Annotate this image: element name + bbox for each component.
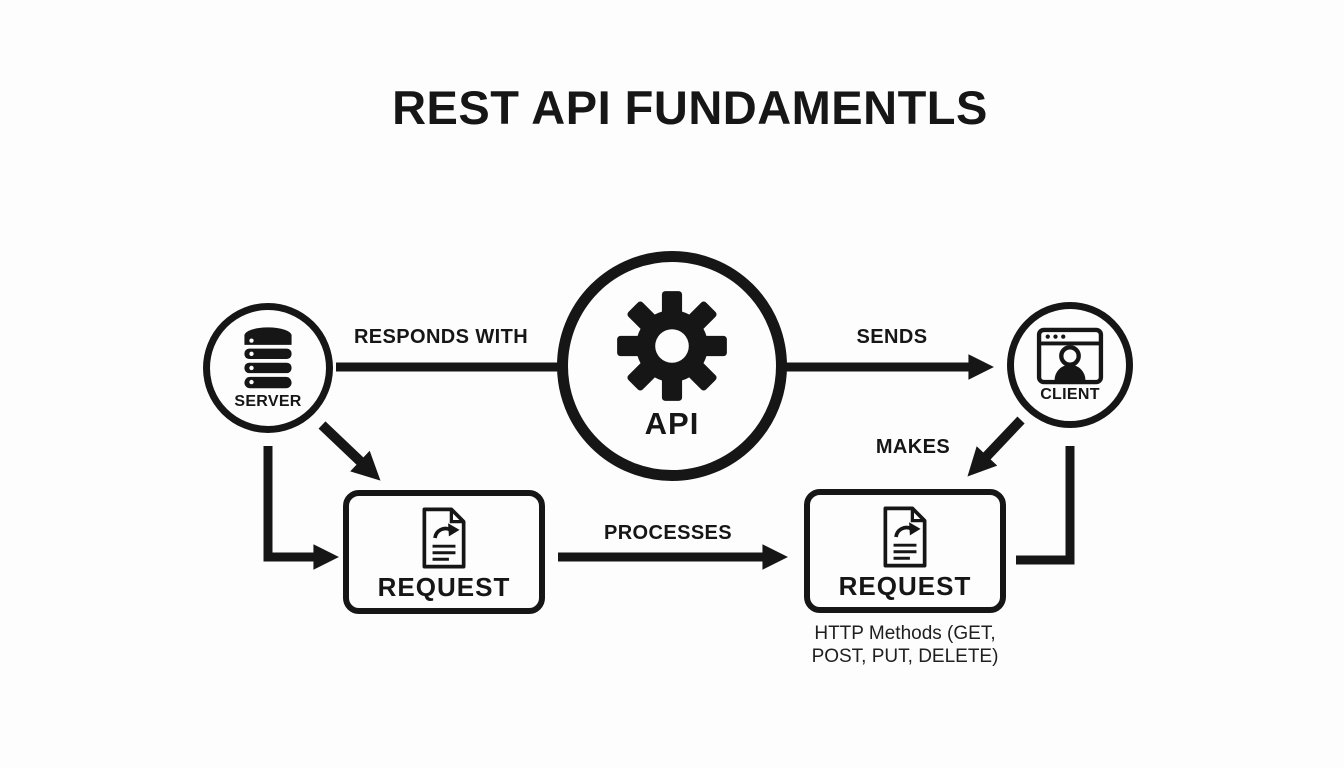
makes-label: MAKES [875,436,951,458]
request-left-label: REQUEST [377,571,511,602]
document-share-icon [422,507,466,568]
api-label: API [644,406,700,441]
database-icon [244,326,292,388]
gear-icon [617,291,727,401]
browser-user-icon [1036,327,1104,384]
document-share-icon [883,506,927,567]
responds-with-label: RESPONDS WITH [353,326,529,348]
client-label: CLIENT [1040,385,1100,403]
processes-label: PROCESSES [603,522,733,544]
client-node: CLIENT [1007,302,1133,428]
request-right-label: REQUEST [838,570,972,601]
client-to-request-elbow-line [1016,446,1075,565]
request-left-box: REQUEST [343,490,545,614]
sends-label: SENDS [856,326,928,348]
makes-arrow [967,416,1025,477]
server-node: SERVER [203,303,333,433]
server-to-request-diagonal-arrow [318,421,381,481]
server-label: SERVER [234,392,302,410]
api-node: API [557,251,787,481]
request-right-box: REQUEST [804,489,1006,613]
page-title: REST API FUNDAMENTLS [392,81,988,134]
server-to-request-elbow-arrow [263,446,339,570]
http-methods-line1: HTTP Methods (GET, [814,623,996,644]
http-methods-annotation: HTTP Methods (GET, POST, PUT, DELETE) [795,622,1015,668]
http-methods-line2: POST, PUT, DELETE) [811,646,999,667]
